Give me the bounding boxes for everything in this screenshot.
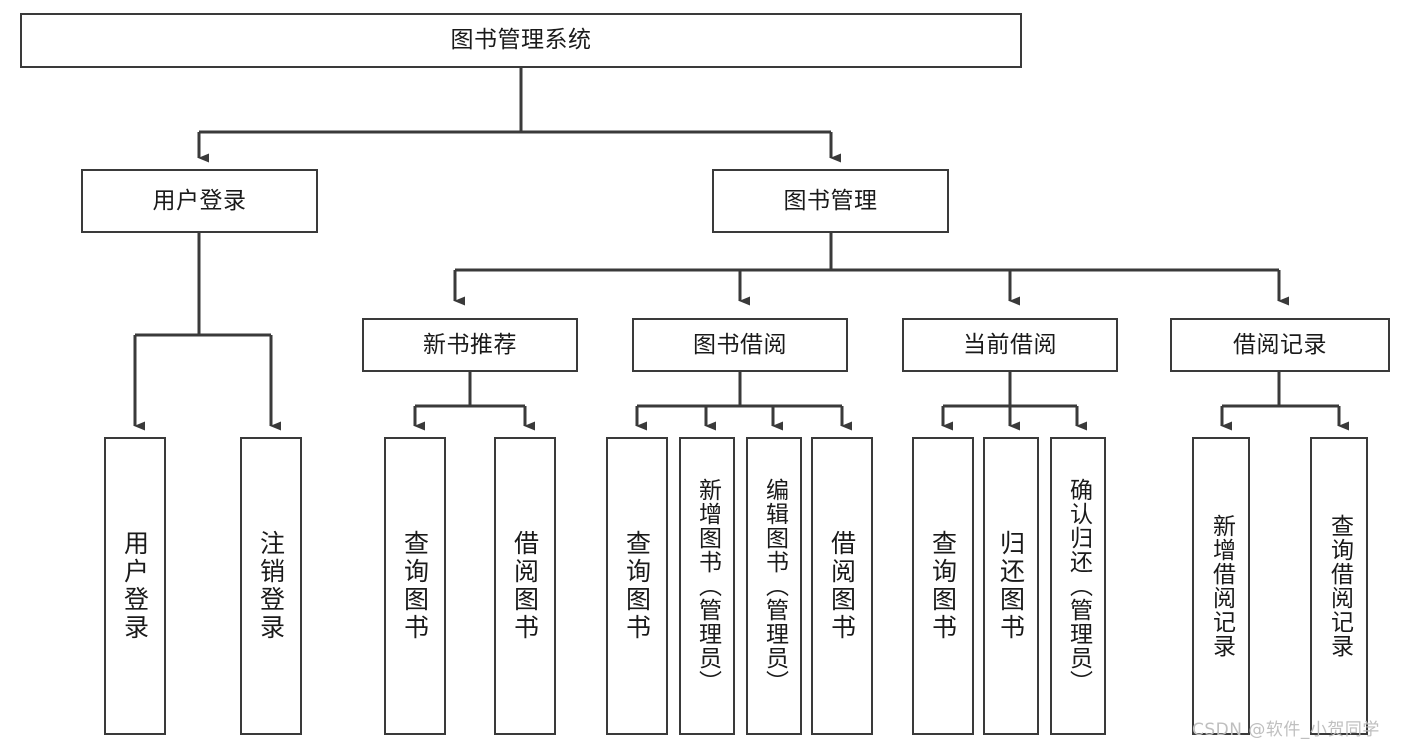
leaf-add-book[interactable]: 新增图书（管理员） [679,437,735,735]
leaf-query-book-2-label: 查询图书 [622,530,652,642]
leaf-query-book-1[interactable]: 查询图书 [384,437,446,735]
node-borrow-record[interactable]: 借阅记录 [1170,318,1390,372]
leaf-user-logout[interactable]: 注销登录 [240,437,302,735]
leaf-return-book-label: 归还图书 [996,530,1026,642]
leaf-add-book-label: 新增图书（管理员） [694,478,721,694]
node-new-book-recommend[interactable]: 新书推荐 [362,318,578,372]
leaf-add-record-label: 新增借阅记录 [1208,514,1235,658]
node-new-book-recommend-label: 新书推荐 [423,331,517,358]
node-user-login-label: 用户登录 [152,187,247,214]
node-current-borrow-label: 当前借阅 [963,331,1057,358]
node-current-borrow[interactable]: 当前借阅 [902,318,1118,372]
leaf-user-login[interactable]: 用户登录 [104,437,166,735]
leaf-borrow-book-1[interactable]: 借阅图书 [494,437,556,735]
node-book-borrow[interactable]: 图书借阅 [632,318,848,372]
leaf-confirm-return-label: 确认归还（管理员） [1065,478,1092,694]
leaf-user-login-label: 用户登录 [120,530,150,642]
leaf-borrow-book-1-label: 借阅图书 [510,530,540,642]
leaf-query-record-label: 查询借阅记录 [1326,514,1353,658]
leaf-query-book-1-label: 查询图书 [400,530,430,642]
node-root-label: 图书管理系统 [450,27,592,54]
node-book-management-label: 图书管理 [783,187,878,214]
watermark: CSDN @软件_小贺同学 [1192,720,1380,740]
leaf-query-book-2[interactable]: 查询图书 [606,437,668,735]
node-borrow-record-label: 借阅记录 [1233,331,1327,358]
node-book-management[interactable]: 图书管理 [712,169,949,233]
leaf-edit-book[interactable]: 编辑图书（管理员） [746,437,802,735]
leaf-borrow-book-2-label: 借阅图书 [827,530,857,642]
leaf-confirm-return[interactable]: 确认归还（管理员） [1050,437,1106,735]
leaf-user-logout-label: 注销登录 [256,530,286,642]
leaf-edit-book-label: 编辑图书（管理员） [761,478,788,694]
leaf-query-record[interactable]: 查询借阅记录 [1310,437,1368,735]
leaf-add-record[interactable]: 新增借阅记录 [1192,437,1250,735]
node-root[interactable]: 图书管理系统 [20,13,1022,68]
node-book-borrow-label: 图书借阅 [693,331,787,358]
node-user-login[interactable]: 用户登录 [81,169,318,233]
leaf-query-book-3[interactable]: 查询图书 [912,437,974,735]
leaf-query-book-3-label: 查询图书 [928,530,958,642]
leaf-return-book[interactable]: 归还图书 [983,437,1039,735]
leaf-borrow-book-2[interactable]: 借阅图书 [811,437,873,735]
